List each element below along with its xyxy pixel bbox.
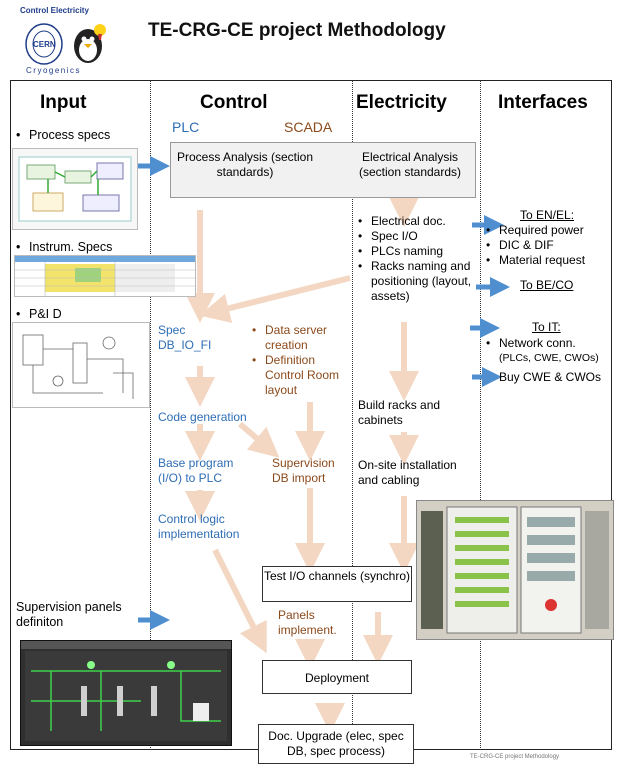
input-item-instrum-specs: Instrum. Specs [16,240,148,255]
column-divider [352,80,353,750]
deployment-box: Deployment [262,660,412,694]
interface-to-be-co: To BE/CO [520,278,574,292]
interface-to-it: To IT: [532,320,561,334]
process-specs-image [12,148,138,230]
logo-bottom-text: Cryogenics [26,66,82,75]
scada-step-panels: Panels implement. [278,608,337,637]
electricity-item: Electrical doc. [358,214,476,229]
arrow-logic-to-deployment [212,548,267,654]
test-io-box: Test I/O channels (synchro) [262,566,412,602]
page-title: TE-CRG-CE project Methodology [148,20,446,41]
electricity-item: Racks naming and positioning (layout, as… [358,259,476,304]
electricity-build-racks: Build racks and cabinets [358,398,441,427]
input-item-supervision-panels: Supervision panels definiton [16,600,122,629]
logo-top-text: Control Electricity [20,6,89,15]
column-header-electricity: Electricity [356,92,447,113]
interface-en-el-list: Required power DIC & DIF Material reques… [486,223,612,268]
scada-step-supervision-db: Supervision DB import [272,456,335,485]
input-item-pid: P&I D [16,307,148,322]
interface-en-el-item: Material request [486,253,612,268]
plc-step-base-program: Base program (I/O) to PLC [158,456,234,485]
column-header-control: Control [200,92,268,113]
scada-step-definition: Definition Control Room layout [252,353,352,398]
electricity-item: PLCs naming [358,244,476,259]
interface-en-el-item: Required power [486,223,612,238]
plc-step-control-logic: Control logic implementation [158,512,240,541]
plc-step-code-gen: Code generation [158,410,247,424]
column-header-interfaces: Interfaces [498,92,588,113]
cabinet-photo [416,500,614,640]
pid-image [12,322,150,408]
analysis-box [170,142,476,198]
scada-step-list: Data server creation Definition Control … [252,323,352,398]
column-divider [150,80,151,750]
interface-en-el-item: DIC & DIF [486,238,612,253]
interface-network: Network conn. [486,336,612,351]
plc-label: PLC [172,119,200,135]
arrow-codegen-to-supervision [238,421,280,458]
electricity-list: Electrical doc. Spec I/O PLCs naming Rac… [358,214,476,304]
logo-center-text: CERN [33,40,56,49]
logo: CERN [14,6,120,76]
doc-upgrade-box: Doc. Upgrade (elec, spec DB, spec proces… [258,724,414,764]
input-item-process-specs: Process specs [16,128,148,143]
scada-step-data-server: Data server creation [252,323,352,353]
interface-buy: Buy CWE & CWOs [499,370,602,384]
column-header-input: Input [40,92,87,113]
interface-network-sub: (PLCs, CWE, CWOs) [499,352,599,364]
process-analysis-box: Process Analysis (section standards) [176,150,314,179]
electricity-item: Spec I/O [358,229,476,244]
supervision-panel-image [20,640,232,746]
scada-label: SCADA [284,119,333,135]
interface-it-list: Network conn. [486,336,612,351]
column-divider [480,80,481,750]
electricity-onsite: On-site installation and cabling [358,458,457,487]
instrum-specs-image [14,255,196,297]
footer-text: TE-CRG-CE project Methodology [470,754,560,760]
plc-step-spec-db: Spec DB_IO_FI [158,323,212,352]
arrow-list-to-spec [199,275,351,323]
interface-to-en-el: To EN/EL: [520,208,575,222]
electrical-analysis-box: Electrical Analysis (section standards) [358,150,462,179]
